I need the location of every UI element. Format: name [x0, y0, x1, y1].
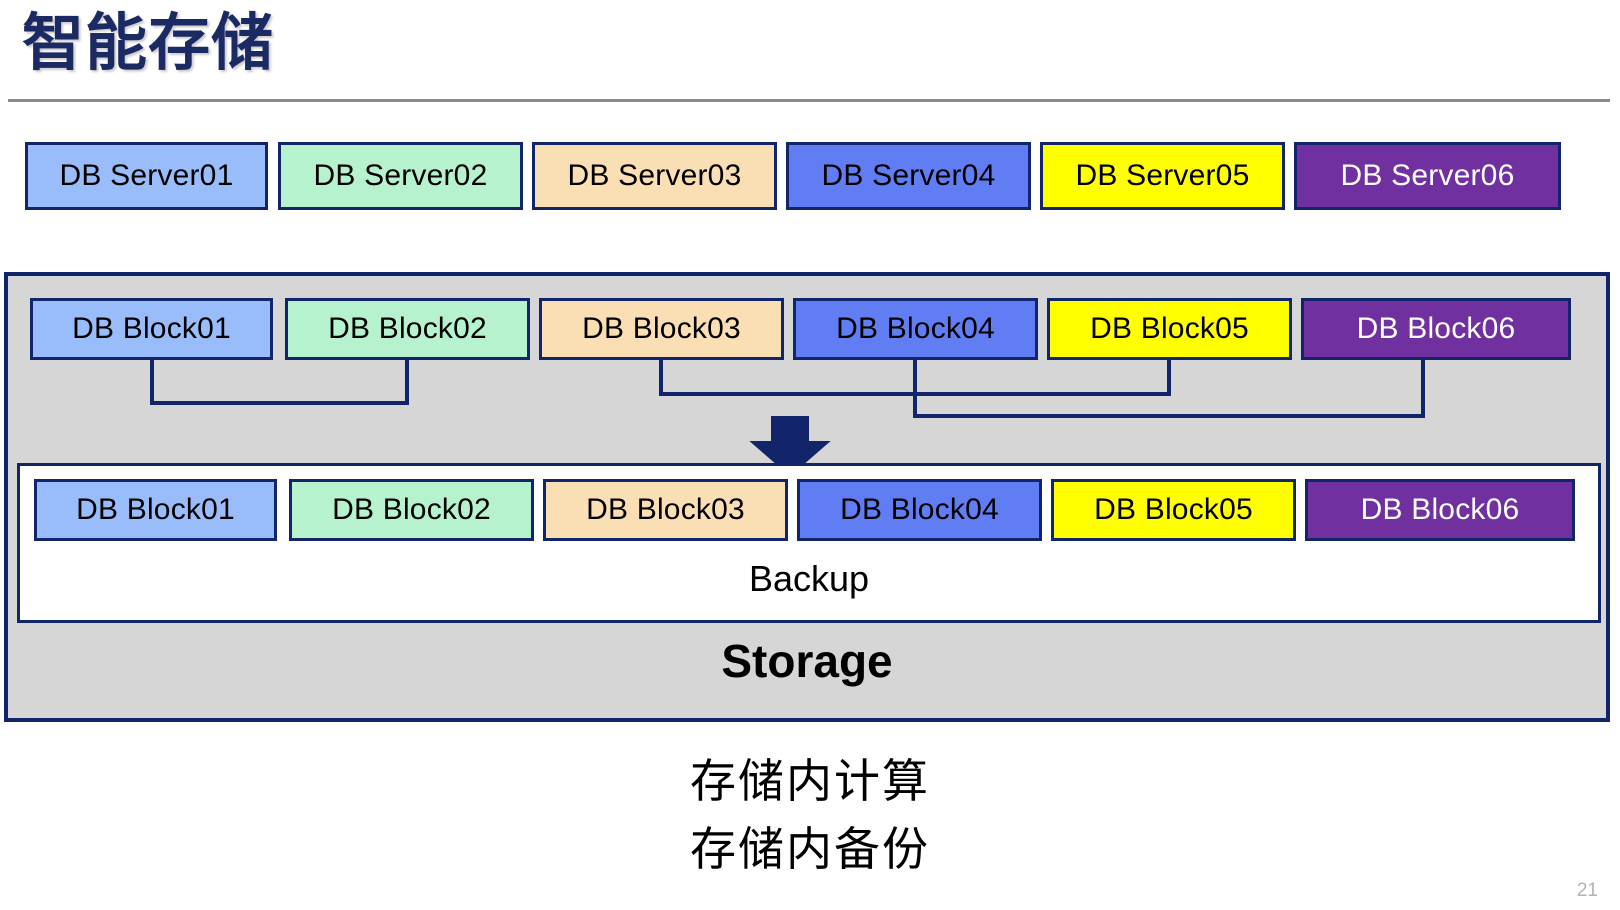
backup-label: Backup — [748, 558, 870, 599]
db-block-chip-1[interactable]: DB Block01 — [30, 298, 273, 360]
db-server-chip-3[interactable]: DB Server03 — [532, 142, 777, 210]
down-arrow-icon — [749, 416, 831, 477]
storage-label: Storage — [721, 635, 893, 687]
db-server-chip-label: DB Server04 — [821, 159, 996, 192]
db-block-chip-label: DB Block03 — [582, 312, 741, 345]
db-server-chip-1[interactable]: DB Server01 — [25, 142, 268, 210]
db-block-chip-3[interactable]: DB Block03 — [539, 298, 784, 360]
db-block-chip-4[interactable]: DB Block04 — [793, 298, 1038, 360]
db-block-backup-chip-label: DB Block06 — [1360, 493, 1520, 526]
db-block-backup-chip-label: DB Block03 — [586, 493, 745, 526]
db-block-chip-2[interactable]: DB Block02 — [285, 298, 530, 360]
db-server-chip-label: DB Server05 — [1075, 159, 1250, 192]
caption-in-storage-compute: 存储内计算 — [690, 755, 930, 807]
title-divider — [8, 99, 1610, 102]
db-server-chip-5[interactable]: DB Server05 — [1040, 142, 1285, 210]
db-block-backup-chip-5[interactable]: DB Block05 — [1051, 479, 1296, 541]
db-block-chip-5[interactable]: DB Block05 — [1047, 298, 1292, 360]
db-block-chip-6[interactable]: DB Block06 — [1301, 298, 1571, 360]
page-title: 智能存储 — [22, 9, 275, 78]
page-number: 21 — [1576, 880, 1598, 901]
db-block-backup-chip-6[interactable]: DB Block06 — [1305, 479, 1575, 541]
db-block-chip-label: DB Block01 — [72, 312, 231, 345]
db-server-chip-label: DB Server01 — [59, 159, 234, 192]
db-block-chip-label: DB Block02 — [328, 312, 487, 345]
db-block-backup-chip-label: DB Block05 — [1094, 493, 1253, 526]
db-server-chip-label: DB Server03 — [567, 159, 742, 192]
block-connector-lines — [150, 360, 1425, 477]
db-block-backup-chip-4[interactable]: DB Block04 — [797, 479, 1042, 541]
db-server-chip-2[interactable]: DB Server02 — [278, 142, 523, 210]
db-block-backup-chip-1[interactable]: DB Block01 — [34, 479, 277, 541]
db-block-chip-label: DB Block04 — [836, 312, 995, 345]
db-block-row-backup: DB Block01 DB Block02 DB Block03 DB Block04… — [20, 466, 1604, 566]
db-block-chip-label: DB Block05 — [1090, 312, 1249, 345]
caption-in-storage-backup: 存储内备份 — [690, 823, 930, 875]
db-block-backup-chip-2[interactable]: DB Block02 — [289, 479, 534, 541]
db-block-backup-chip-3[interactable]: DB Block03 — [543, 479, 788, 541]
db-server-chip-label: DB Server06 — [1340, 159, 1515, 192]
db-server-chip-label: DB Server02 — [313, 159, 488, 192]
db-block-row-primary: DB Block01 DB Block02 DB Block03 DB Block04… — [8, 276, 1614, 456]
db-block-backup-chip-label: DB Block01 — [76, 493, 235, 526]
backup-box: DB Block01 DB Block02 DB Block03 DB Block04… — [17, 463, 1601, 623]
storage-container: DB Block01 DB Block02 DB Block03 DB Block04… — [4, 272, 1610, 722]
db-block-chip-label: DB Block06 — [1356, 312, 1516, 345]
db-server-chip-4[interactable]: DB Server04 — [786, 142, 1031, 210]
db-block-backup-chip-label: DB Block02 — [332, 493, 491, 526]
db-server-chip-6[interactable]: DB Server06 — [1294, 142, 1561, 210]
db-block-backup-chip-label: DB Block04 — [840, 493, 999, 526]
